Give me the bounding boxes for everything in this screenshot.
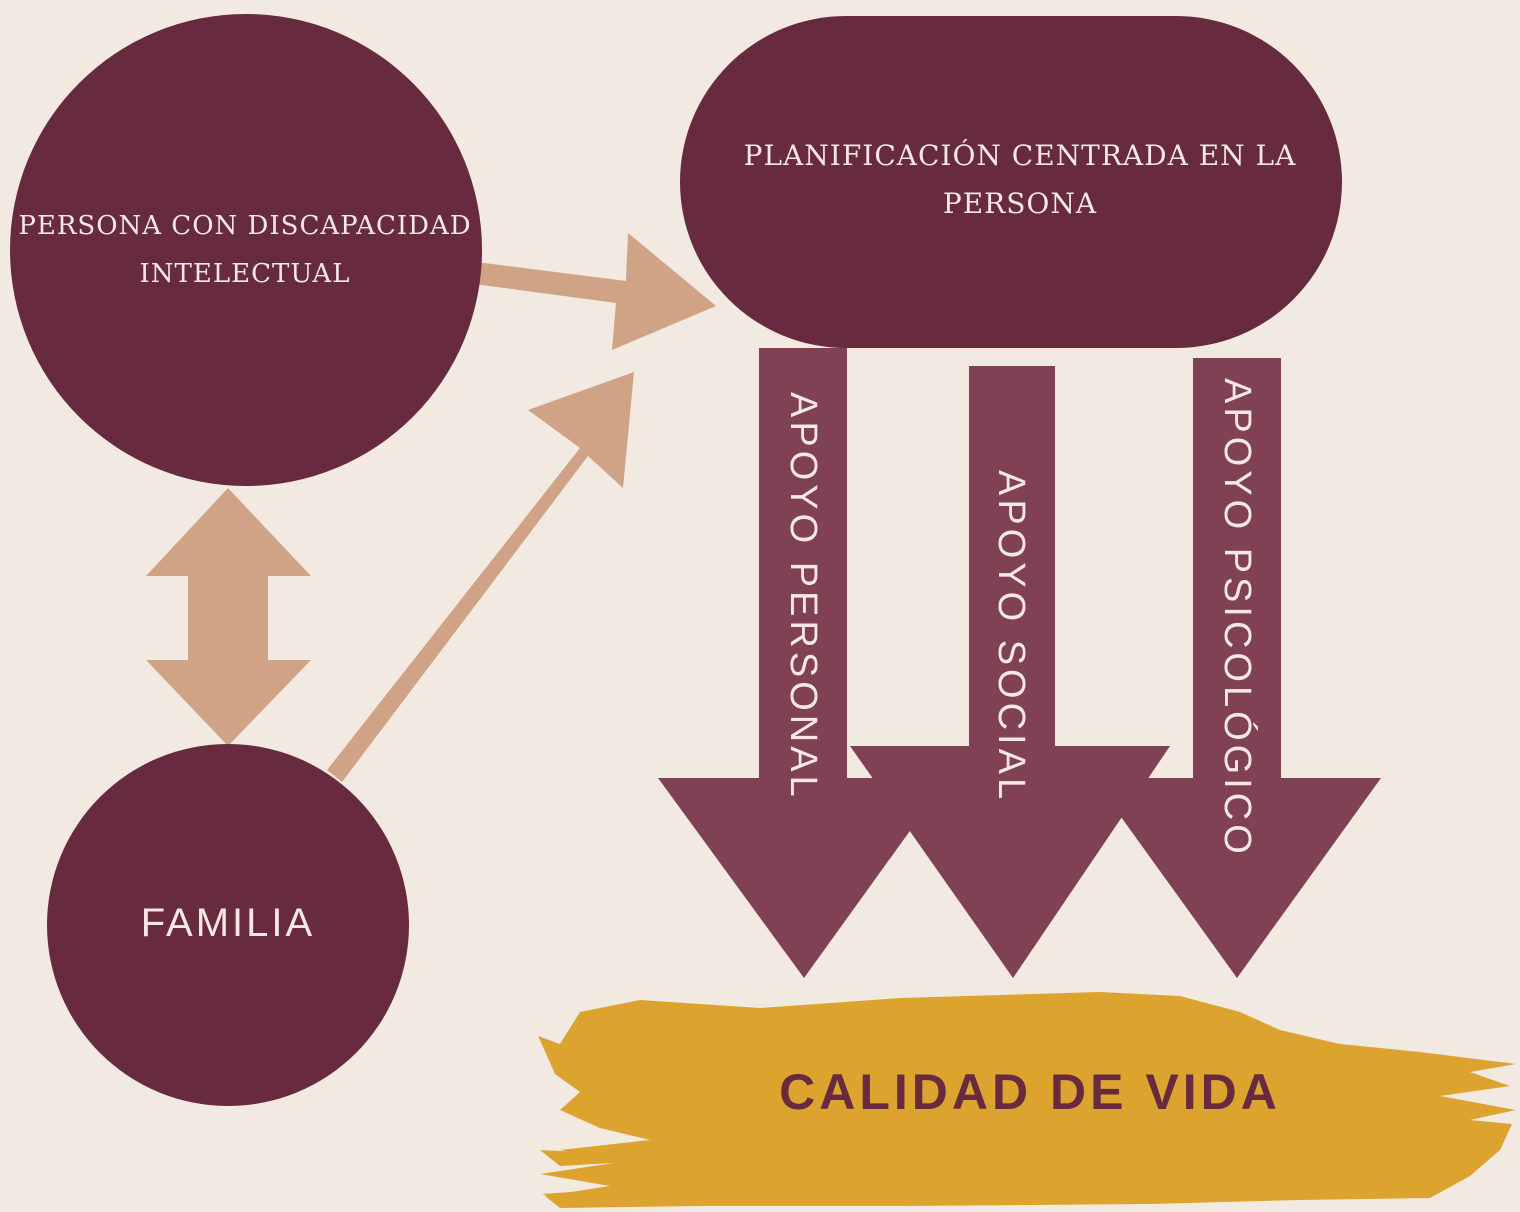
calidad-de-vida-label: CALIDAD DE VIDA [779,1064,1281,1120]
node-persona [10,14,482,486]
arrow-apoyo-personal [658,348,948,978]
arrow-apoyo-psicologico [1093,358,1381,978]
apoyo-social-label: APOYO SOCIAL [990,470,1032,804]
planificacion-label: PLANIFICACIÓN CENTRADA EN LA PERSONA [743,139,1297,220]
arrow-persona-to-planificacion [474,233,716,350]
familia-label: FAMILIA [140,901,316,945]
node-familia [47,744,409,1106]
apoyo-personal-label: APOYO PERSONAL [782,392,824,801]
calidad-brush-stroke [538,992,1516,1208]
node-planificacion [680,16,1342,348]
calidad-brush-streak [540,1150,700,1166]
calidad-brush-streak [542,1184,690,1200]
arrow-apoyo-social [850,366,1170,978]
double-arrow-persona-familia [146,488,311,746]
persona-label: PERSONA CON DISCAPACIDAD INTELECTUAL [18,211,472,289]
arrow-familia-to-planificacion [327,372,634,782]
apoyo-psicologico-label: APOYO PSICOLÓGICO [1216,378,1258,858]
